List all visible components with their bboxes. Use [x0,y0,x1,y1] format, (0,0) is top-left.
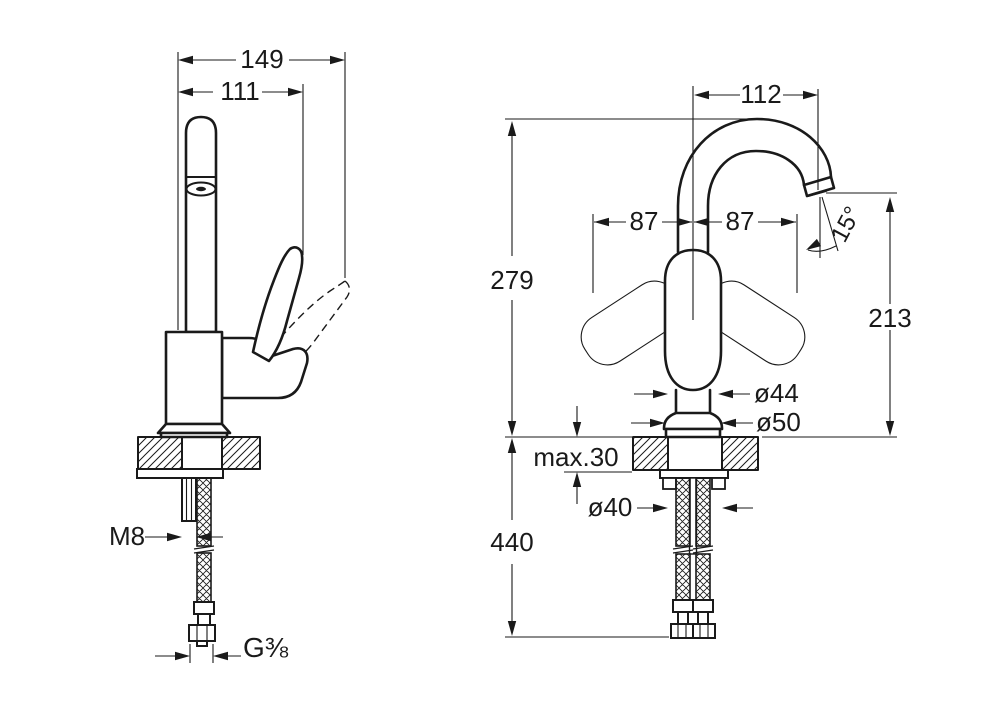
dim-spout-reach-112: 112 [694,79,819,190]
faucet-body-side [164,330,224,426]
hose-break-lines [193,545,215,554]
mounting-hardware-left [136,468,224,522]
mounting-hardware-right [659,469,729,555]
dim-label-440: 440 [490,527,533,557]
dim-label-max30: max.30 [533,442,618,472]
handle-lever [251,246,304,363]
dim-label-87-right: 87 [726,206,755,236]
dim-label-o40: ø40 [588,492,633,522]
hose-nut-2 [692,623,716,639]
base-skirt [156,422,232,435]
dim-handle-swing-87-87: 87 87 [592,206,798,293]
hose-break-lines [672,545,714,554]
left-view: 149 111 M8 G⅜ [109,44,351,663]
braided-hose-lower [196,552,212,603]
faucet-front-profile [662,86,836,439]
hose-collar-2 [697,611,709,625]
spout-inner-curve [706,149,806,254]
dim-hose-length-440: 440 [490,438,669,638]
spout-mouth-line [807,190,827,197]
side-nut-left [662,477,677,490]
spout-column [184,115,218,334]
escutcheon-ring [664,427,722,439]
braided-hose-upper [196,477,212,547]
supply-hoses-right [670,477,716,639]
mounting-flange [136,468,224,479]
dim-label-15deg: 15° [826,202,867,247]
dim-base-diameter-50: ø50 [631,407,801,437]
countertop-hatch-left [634,438,667,469]
spout-outlet-cap [802,175,836,198]
dim-label-111: 111 [220,76,260,106]
dim-hole-diameter-40: ø40 [588,492,753,522]
dim-body-diameter-44: ø44 [634,378,799,408]
dim-label-o50: ø50 [756,407,801,437]
braided-hose-1-lower [675,553,691,601]
mounting-flange [659,469,729,479]
right-view: 112 87 87 279 213 15° [490,79,912,639]
hose-fitting [193,601,215,615]
hose-nut-tip [196,640,208,647]
hose-collar-1 [677,611,689,625]
hose-nut [188,624,216,642]
supply-hose-left [188,477,216,647]
faucet-side-profile [156,115,309,439]
countertop-section-right [632,436,759,471]
side-nut-right [711,477,726,490]
dim-label-87-left: 87 [630,206,659,236]
dim-label-149: 149 [240,44,283,74]
countertop-hatch-left [139,438,182,469]
countertop-hatch-right [222,438,259,469]
hose-fitting-2 [692,599,714,613]
countertop-hatch-right [723,438,757,469]
dim-label-213: 213 [868,303,911,333]
dim-label-m8: M8 [109,521,145,551]
hose-fitting-1 [672,599,694,613]
countertop-section-left [137,436,261,470]
dim-max-counter-thickness-30: max.30 [533,406,632,504]
braided-hose-2-upper [695,477,711,547]
threaded-rod [181,477,197,522]
dim-label-112: 112 [740,79,781,109]
aerator-slot [196,186,206,192]
escutcheon-skirt [662,411,724,431]
dim-overall-width-149: 149 [177,44,346,330]
dim-spout-height-213: 213 [762,192,912,438]
dim-mounting-thread-m8: M8 [109,521,223,551]
braided-hose-2-lower [695,553,711,601]
braided-hose-1-upper [675,477,691,547]
dim-handle-width-111: 111 [178,76,304,255]
neck [674,388,712,415]
hose-collar [197,613,211,626]
dim-hose-thread-g38: G⅜ [155,632,289,663]
dim-label-o44: ø44 [754,378,799,408]
dim-spout-angle-15: 15° [803,196,867,258]
hose-nut-1 [670,623,694,639]
dim-total-height-279: 279 [490,118,762,438]
dim-label-g38: G⅜ [243,632,289,663]
dim-label-279: 279 [490,265,533,295]
